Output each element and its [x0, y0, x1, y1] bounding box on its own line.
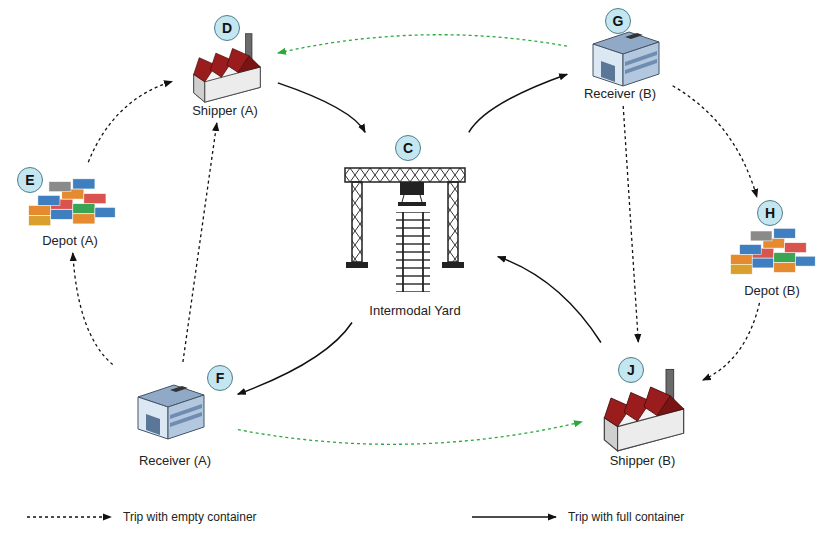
site-label: Shipper (A): [190, 103, 260, 120]
callout-letter: G: [613, 14, 624, 28]
legend-text: Trip with empty container: [123, 510, 257, 524]
letter-circle: E: [17, 167, 43, 193]
container-stack: [731, 228, 816, 274]
empty-trip-arrow: [623, 106, 638, 342]
callout-letter: C: [403, 141, 413, 155]
warehouse-icon: [593, 32, 659, 86]
letter-circle: D: [214, 15, 240, 41]
site-node: Intermodal Yard C: [335, 135, 495, 320]
legend-line: [27, 516, 111, 517]
illustration-part: [422, 212, 424, 292]
illustration-part: [396, 212, 430, 292]
empty-trip-arrow: [673, 86, 757, 197]
legend-entry: Trip with full container: [470, 510, 684, 524]
illustration-part: [402, 212, 404, 292]
illustration-part: [345, 168, 465, 182]
full-trip-arrow: [498, 257, 601, 343]
site-label: Intermodal Yard: [367, 303, 462, 320]
letter-circle: C: [395, 135, 421, 161]
callout-letter: E: [25, 173, 34, 187]
full-trip-arrow: [278, 83, 365, 132]
site-node: Receiver (A) F: [115, 365, 235, 470]
site-node: Depot (A) E: [15, 165, 125, 250]
empty-trip-arrow: [183, 123, 217, 362]
empty-trip-arrow: [73, 253, 113, 365]
legend-sample: [25, 511, 115, 523]
warehouse-icon: [138, 385, 204, 439]
site-label: Depot (A): [40, 233, 100, 250]
legend-entry: Trip with empty container: [25, 510, 257, 524]
empty-trip-arrow: [88, 81, 172, 162]
letter-circle: G: [605, 8, 631, 34]
callout-letter: F: [216, 371, 225, 385]
factory-icon: [194, 34, 261, 102]
letter-circle: F: [207, 365, 233, 391]
empty-trip-arrow: [278, 35, 567, 53]
callout-letter: D: [222, 21, 232, 35]
site-node: Receiver (B) G: [570, 8, 670, 103]
container-stack: [29, 179, 115, 226]
illustration-part: [402, 195, 404, 202]
site-label: Depot (B): [742, 283, 802, 300]
legend-text: Trip with full container: [568, 510, 684, 524]
legend-line: [472, 516, 556, 518]
empty-trip-arrow: [703, 303, 760, 380]
illustration-part: [352, 182, 362, 262]
callout-letter: J: [627, 363, 635, 377]
site-label: Receiver (B): [582, 86, 658, 103]
site-node: Shipper (B) J: [585, 345, 700, 470]
site-label: Receiver (A): [137, 453, 213, 470]
site-node: Depot (B) H: [722, 200, 822, 300]
full-trip-arrow: [469, 74, 567, 132]
illustration-part: [346, 262, 368, 268]
full-trip-arrow: [238, 323, 352, 395]
letter-circle: J: [618, 357, 644, 383]
legend-sample: [470, 511, 560, 523]
empty-trip-arrow: [238, 422, 582, 445]
site-node: Shipper (A) D: [175, 10, 275, 120]
letter-circle: H: [757, 200, 783, 226]
site-label: Shipper (B): [608, 453, 678, 470]
factory-icon: [604, 369, 683, 450]
illustration-part: [442, 262, 464, 268]
illustration-part: [398, 202, 426, 206]
callout-letter: H: [765, 206, 775, 220]
illustration-part: [448, 182, 458, 262]
illustration-part: [420, 195, 422, 202]
gantry-crane: [345, 168, 465, 292]
illustration-part: [400, 182, 424, 195]
